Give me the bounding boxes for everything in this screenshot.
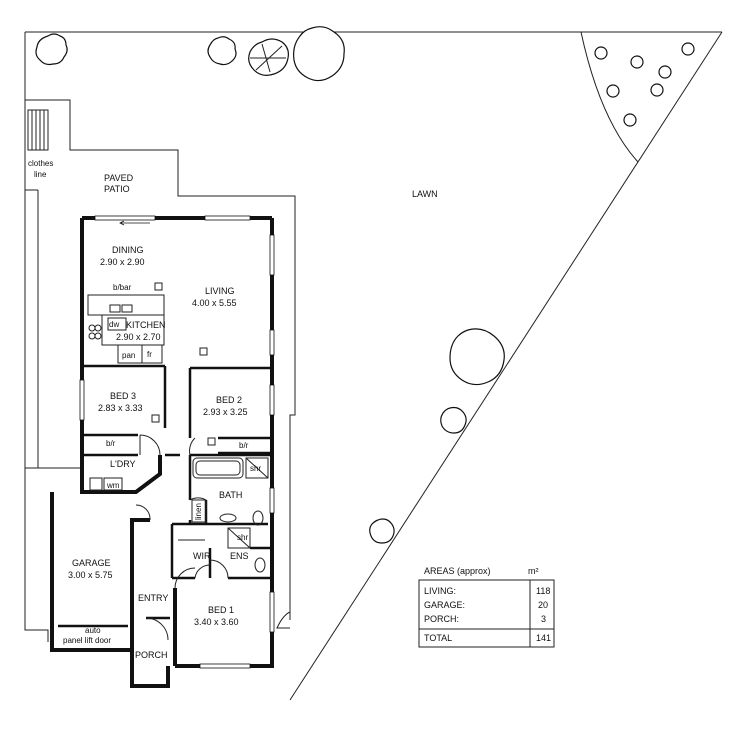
fr-label: fr — [147, 350, 152, 359]
tree-group-top — [35, 26, 345, 82]
areas-row-living-value: 118 — [536, 586, 550, 596]
house-walls — [50, 216, 274, 688]
areas-total-value: 141 — [536, 633, 551, 643]
shrub-icon — [630, 55, 644, 69]
lawn-label: LAWN — [412, 189, 438, 199]
bir3-label: b/r — [106, 439, 116, 448]
shrub-icon — [658, 65, 672, 79]
tree-icon — [248, 38, 289, 76]
entry-name: ENTRY — [138, 593, 168, 603]
tree-group-lawn — [369, 328, 505, 544]
wm-label: wm — [106, 481, 120, 490]
clothes-line — [27, 109, 49, 151]
bed3-name: BED 3 — [110, 391, 136, 401]
shrub-icon — [681, 42, 695, 56]
bed2-size: 2.93 x 3.25 — [203, 407, 248, 417]
areas-total-label: TOTAL — [424, 633, 452, 643]
ldry-name: L'DRY — [110, 459, 136, 469]
garage-door-label-1: auto — [85, 626, 101, 635]
shrub-icon — [650, 83, 664, 97]
dining-size: 2.90 x 2.90 — [100, 257, 145, 267]
living-name: LIVING — [205, 286, 235, 296]
bed1-name: BED 1 — [208, 605, 234, 615]
kitchen-name: KITCHEN — [126, 320, 166, 330]
shrub-icon — [606, 84, 620, 98]
garden-bed — [580, 31, 695, 163]
doors — [135, 434, 229, 641]
dining-name: DINING — [112, 245, 144, 255]
areas-title: AREAS (approx) — [424, 566, 491, 576]
bed3-size: 2.83 x 3.33 — [98, 403, 143, 413]
paved-patio-label-2: PATIO — [104, 184, 130, 194]
dw-label: dw — [109, 320, 119, 329]
clothes-line-label-2: line — [34, 170, 47, 179]
tree-icon — [369, 518, 395, 544]
clothes-line-label-1: clothes — [28, 159, 53, 168]
living-size: 4.00 x 5.55 — [192, 298, 237, 308]
areas-row-garage-label: GARAGE: — [424, 600, 465, 610]
living-marker — [199, 347, 208, 356]
areas-table: AREAS (approx) m² LIVING: 118 GARAGE: 20… — [418, 566, 555, 648]
bed3-marker — [151, 414, 160, 423]
wir-name: WIR — [193, 551, 211, 561]
linen-label: linen — [194, 503, 203, 520]
garage-name: GARAGE — [72, 558, 111, 568]
areas-row-porch-value: 3 — [541, 614, 546, 624]
tree-icon — [449, 328, 505, 386]
tree-icon — [293, 26, 345, 82]
paved-patio-label-1: PAVED — [104, 173, 134, 183]
areas-row-living-label: LIVING: — [424, 586, 456, 596]
ens-name: ENS — [230, 551, 249, 561]
site-boundary — [24, 31, 723, 701]
areas-row-porch-label: PORCH: — [424, 614, 459, 624]
bbar-marker — [154, 282, 163, 291]
areas-row-garage-value: 20 — [538, 600, 548, 610]
tree-icon — [207, 36, 237, 66]
kitchen-fixtures — [87, 282, 216, 446]
shrub-icon — [623, 113, 637, 127]
shr-bath-label: shr — [250, 464, 261, 473]
garage-size: 3.00 x 5.75 — [68, 570, 113, 580]
kitchen-size: 2.90 x 2.70 — [116, 332, 161, 342]
bath-fixtures — [89, 457, 269, 573]
bed1-size: 3.40 x 3.60 — [194, 617, 239, 627]
pan-label: pan — [122, 351, 135, 360]
tree-icon — [440, 406, 467, 434]
shr-ens-label: shr — [237, 533, 248, 542]
bir2-label: b/r — [239, 441, 249, 450]
garage-door-label-2: panel lift door — [63, 636, 111, 645]
bed2-marker — [207, 437, 216, 446]
porch-name: PORCH — [135, 650, 168, 660]
bath-name: BATH — [219, 490, 242, 500]
bbar-label: b/bar — [113, 283, 132, 292]
bed2-name: BED 2 — [216, 395, 242, 405]
areas-unit: m² — [528, 566, 539, 576]
windows — [79, 215, 275, 669]
tree-icon — [35, 33, 68, 66]
shrub-icon — [594, 46, 608, 60]
